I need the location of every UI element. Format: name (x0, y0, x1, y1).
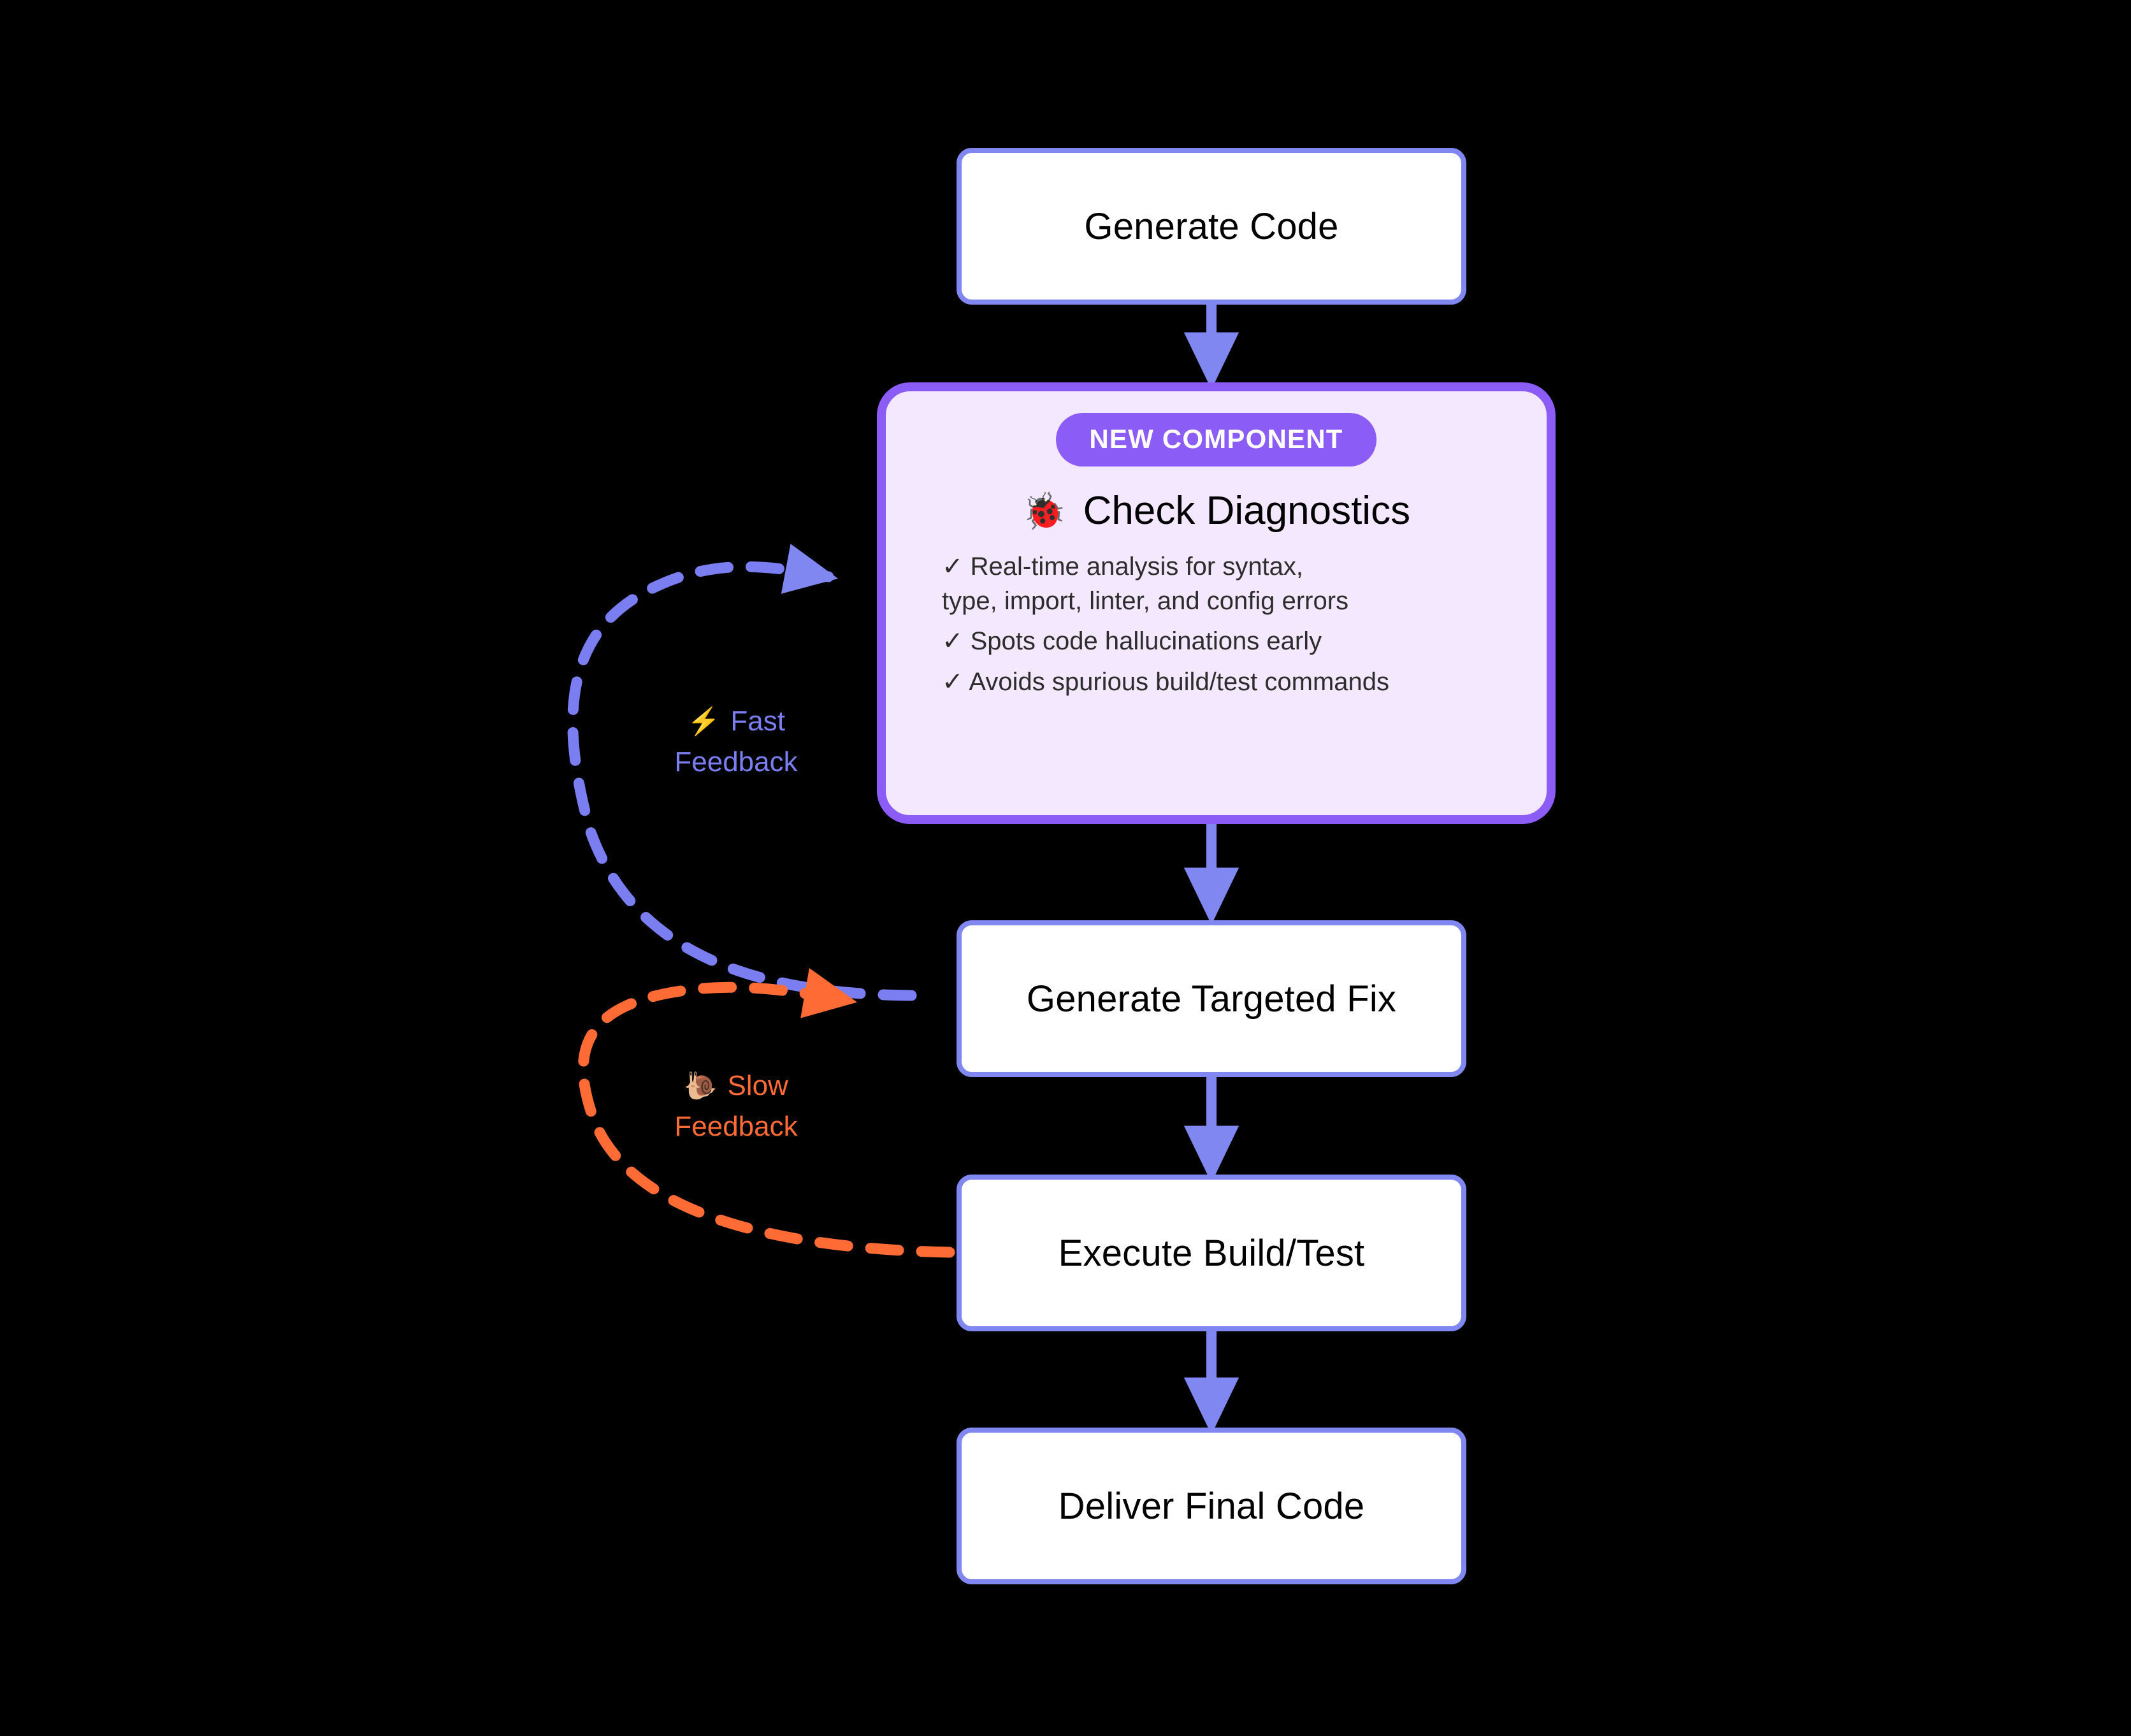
node-execute-build-test[interactable]: Execute Build/Test (957, 1175, 1466, 1331)
bullet-item: ✓ Avoids spurious build/test commands (942, 667, 1390, 696)
new-component-badge: NEW COMPONENT (1056, 413, 1376, 467)
bullet-item: ✓ Spots code hallucinations early (942, 627, 1322, 656)
node-generate-code[interactable]: Generate Code (957, 148, 1466, 305)
slow-feedback-label: 🐌 Slow Feedback (609, 1066, 863, 1147)
fast-feedback-line-2: Feedback (674, 746, 798, 778)
node-generate-targeted-fix-label: Generate Targeted Fix (1026, 978, 1397, 1020)
snail-icon: 🐌 (684, 1070, 718, 1101)
slow-feedback-line-2: Feedback (674, 1110, 798, 1142)
fast-feedback-label: ⚡ Fast Feedback (609, 701, 863, 783)
fast-feedback-line-1: ⚡ Fast (609, 701, 863, 742)
lightning-bolt-icon: ⚡ (687, 705, 721, 736)
ladybug-icon: 🐞 (1022, 490, 1067, 531)
bullet-item: ✓ Real-time analysis for syntax, type, i… (942, 553, 1349, 615)
node-deliver-final-code[interactable]: Deliver Final Code (957, 1428, 1466, 1584)
node-generate-code-label: Generate Code (1084, 205, 1339, 247)
slow-feedback-word-1: Slow (727, 1070, 788, 1101)
node-check-diagnostics[interactable]: NEW COMPONENT 🐞 Check Diagnostics ✓ Real… (877, 382, 1556, 824)
check-diagnostics-bullet-list: ✓ Real-time analysis for syntax, type, i… (905, 550, 1528, 699)
fast-feedback-word-1: Fast (730, 705, 785, 737)
node-deliver-final-code-label: Deliver Final Code (1058, 1485, 1365, 1527)
node-execute-build-test-label: Execute Build/Test (1058, 1232, 1365, 1274)
slow-feedback-line-1: 🐌 Slow (609, 1066, 863, 1106)
node-generate-targeted-fix[interactable]: Generate Targeted Fix (957, 920, 1466, 1077)
check-diagnostics-title: Check Diagnostics (1083, 489, 1411, 533)
check-diagnostics-header: 🐞 Check Diagnostics (1022, 488, 1410, 533)
